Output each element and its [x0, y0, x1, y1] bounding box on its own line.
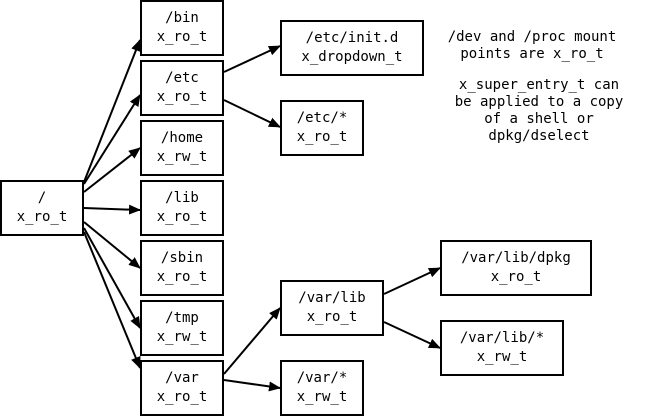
node-var: /var x_ro_t: [140, 360, 224, 416]
node-path: /bin: [165, 10, 199, 26]
node-label: x_ro_t: [157, 89, 208, 105]
node-path: /etc: [165, 70, 199, 86]
node-label: x_rw_t: [477, 349, 528, 365]
node-label: x_ro_t: [157, 269, 208, 285]
node-var-star: /var/* x_rw_t: [280, 360, 364, 416]
node-path: /sbin: [161, 250, 203, 266]
edge-root-var: [83, 231, 141, 369]
node-path: /etc/*: [297, 110, 348, 126]
node-label: x_rw_t: [297, 389, 348, 405]
edge-var-varstar: [223, 379, 281, 392]
edge-varlib-varlibstar: [383, 321, 441, 349]
note-line: points are x_ro_t: [460, 46, 603, 62]
node-label: x_rw_t: [157, 149, 208, 165]
node-root: / x_ro_t: [0, 180, 84, 236]
node-label: x_ro_t: [297, 129, 348, 145]
node-sbin: /sbin x_ro_t: [140, 240, 224, 296]
node-home: /home x_rw_t: [140, 120, 224, 176]
node-label: x_ro_t: [17, 209, 68, 225]
node-lib: /lib x_ro_t: [140, 180, 224, 236]
node-path: /lib: [165, 190, 199, 206]
node-path: /: [38, 190, 46, 206]
node-path: /var/lib/dpkg: [461, 250, 571, 266]
node-path: /home: [161, 130, 203, 146]
note-line: /dev and /proc mount: [448, 29, 617, 45]
edge-root-home: [83, 147, 141, 193]
node-path: /var/lib: [298, 290, 365, 306]
note-super-entry: x_super_entry_t can be applied to a copy…: [455, 77, 624, 144]
note-line: x_super_entry_t can: [459, 77, 619, 93]
node-var-lib-dpkg: /var/lib/dpkg x_ro_t: [440, 240, 592, 296]
node-etc: /etc x_ro_t: [140, 60, 224, 116]
node-etc-initd: /etc/init.d x_dropdown_t: [280, 20, 424, 76]
edge-root-etc: [83, 94, 141, 185]
node-path: /etc/init.d: [306, 30, 399, 46]
edge-etc-initd: [223, 45, 281, 73]
edge-root-sbin: [83, 221, 141, 269]
node-label: x_ro_t: [491, 269, 542, 285]
node-path: /var/lib/*: [460, 330, 544, 346]
node-bin: /bin x_ro_t: [140, 0, 224, 56]
node-label: x_rw_t: [157, 329, 208, 345]
edge-var-varlib: [223, 307, 281, 375]
node-path: /var: [165, 370, 199, 386]
edge-varlib-dpkg: [383, 267, 441, 295]
node-label: x_ro_t: [157, 389, 208, 405]
node-etc-star: /etc/* x_ro_t: [280, 100, 364, 156]
node-var-lib: /var/lib x_ro_t: [280, 280, 384, 336]
node-path: /var/*: [297, 370, 348, 386]
edge-etc-etcstar: [223, 99, 281, 128]
node-var-lib-star: /var/lib/* x_rw_t: [440, 320, 564, 376]
edges: [83, 39, 441, 392]
node-label: x_ro_t: [307, 309, 358, 325]
node-path: /tmp: [165, 310, 199, 326]
edge-root-tmp: [83, 227, 141, 329]
node-label: x_ro_t: [157, 209, 208, 225]
note-line: be applied to a copy: [455, 94, 624, 110]
note-line: of a shell or: [484, 111, 594, 127]
note-line: dpkg/dselect: [488, 128, 589, 144]
note-dev-proc: /dev and /proc mount points are x_ro_t: [448, 29, 617, 62]
node-tmp: /tmp x_rw_t: [140, 300, 224, 356]
node-label: x_ro_t: [157, 29, 208, 45]
edge-root-lib: [83, 204, 141, 215]
edge-root-bin: [83, 39, 141, 183]
node-label: x_dropdown_t: [301, 49, 402, 65]
